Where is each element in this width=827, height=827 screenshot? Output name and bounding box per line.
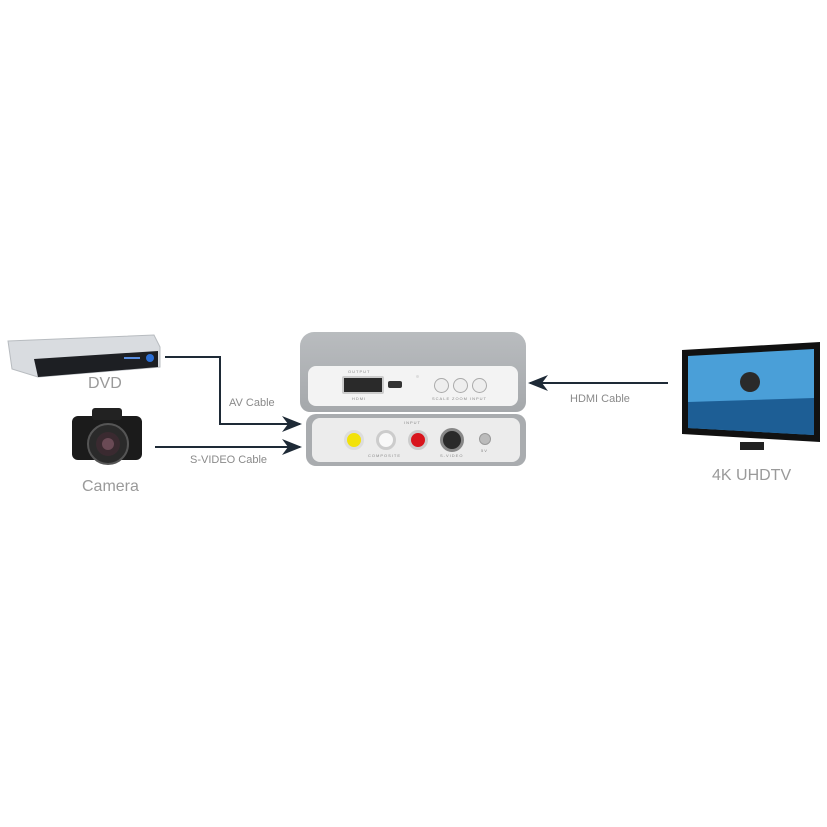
input-button-label: INPUT xyxy=(470,396,487,401)
dvd-player-image xyxy=(4,333,162,379)
output-label: OUTPUT xyxy=(348,369,371,374)
tv-image xyxy=(680,342,822,456)
mini-usb-port xyxy=(388,381,402,388)
input-button[interactable] xyxy=(472,378,487,393)
converter-output-panel: OUTPUT HDMI SCALE ZOOM INPUT xyxy=(300,332,526,412)
camera-image xyxy=(70,404,146,466)
hdmi-cable-label: HDMI Cable xyxy=(570,393,630,405)
zoom-label: ZOOM xyxy=(452,396,468,401)
rca-yellow-port xyxy=(344,430,364,450)
scale-label: SCALE xyxy=(432,396,451,401)
dvd-label: DVD xyxy=(88,375,122,392)
svideo-port xyxy=(440,428,464,452)
tv-label: 4K UHDTV xyxy=(712,467,792,484)
rca-white-port xyxy=(376,430,396,450)
scale-button[interactable] xyxy=(434,378,449,393)
svideo-label: S-VIDEO xyxy=(440,453,464,458)
av-cable-line xyxy=(165,356,302,432)
converter-input-panel: INPUT COMPOSITE S-VIDEO 5V xyxy=(306,414,526,466)
led-indicator xyxy=(416,375,419,378)
composite-label: COMPOSITE xyxy=(368,453,402,458)
svideo-cable-label: S-VIDEO Cable xyxy=(190,454,268,466)
zoom-button[interactable] xyxy=(453,378,468,393)
power-label: 5V xyxy=(481,448,488,453)
input-label: INPUT xyxy=(404,420,421,425)
hdmi-port xyxy=(342,376,384,394)
av-cable-label: AV Cable xyxy=(229,397,275,409)
rca-red-port xyxy=(408,430,428,450)
hdmi-label: HDMI xyxy=(352,396,367,401)
camera-label: Camera xyxy=(82,478,139,495)
power-port xyxy=(479,433,491,445)
